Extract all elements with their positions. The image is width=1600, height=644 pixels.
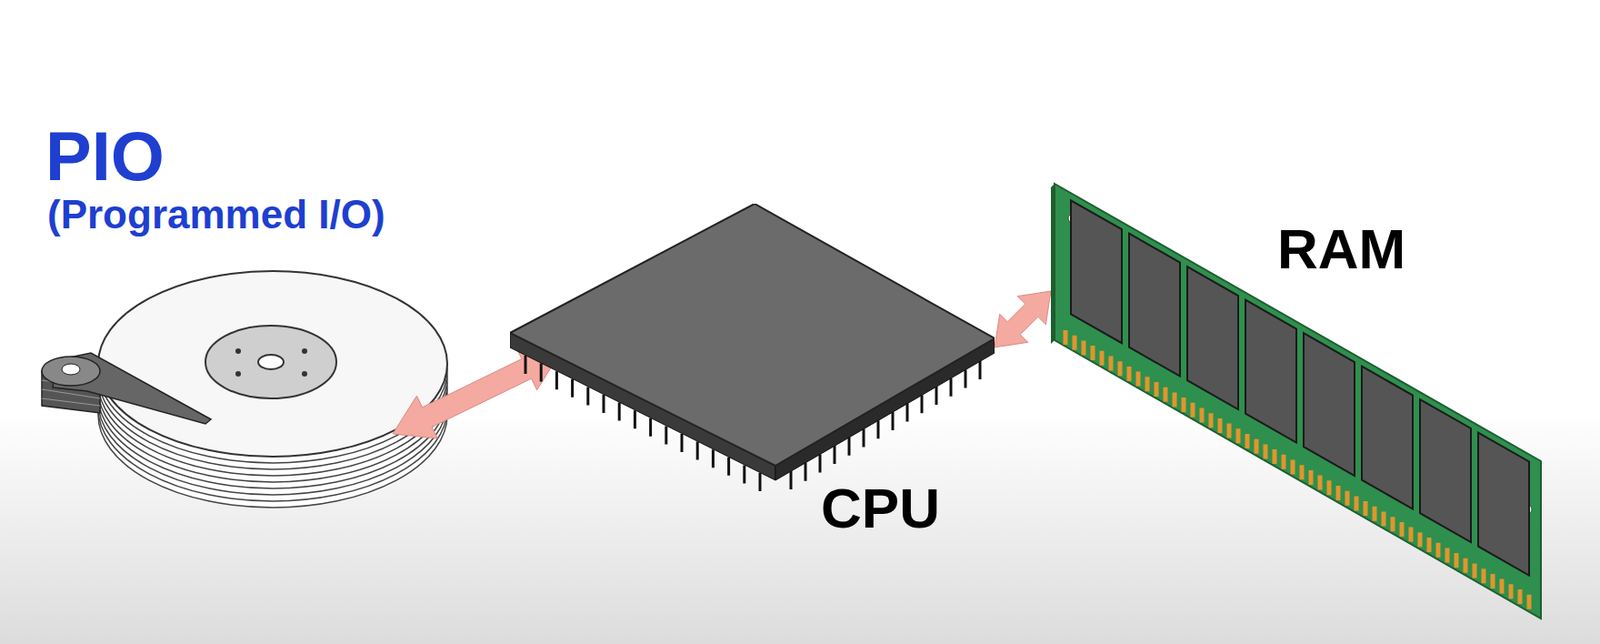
memory-chip — [1420, 399, 1471, 542]
memory-chip — [1361, 366, 1413, 510]
memory-chip — [1070, 200, 1122, 343]
text-holder: (Programmed I/O) — [47, 194, 386, 235]
data-transfer-arrow — [994, 290, 1051, 348]
gold-contacts — [1065, 330, 1530, 610]
memory-chip — [1303, 332, 1355, 476]
cpu-chip: CPU — [510, 203, 995, 546]
screw — [301, 370, 308, 377]
memory-chip — [1187, 266, 1239, 410]
spindle-hub — [205, 325, 337, 399]
circuit-board — [1054, 183, 1541, 619]
disk-spindle — [205, 325, 337, 399]
part-label: RAM — [1277, 220, 1406, 278]
memory-chip — [1478, 432, 1530, 576]
chip-pins — [790, 360, 980, 490]
head-actuator — [41, 352, 211, 424]
memory-chip — [1245, 300, 1297, 443]
diagram-title: PIO — [45, 121, 165, 191]
memory-chip — [1129, 233, 1180, 377]
memory-chips — [1070, 200, 1530, 575]
chip-pins — [525, 355, 760, 491]
actuator-pivot — [41, 356, 100, 386]
screw — [301, 348, 308, 354]
pivot-hole — [61, 363, 80, 375]
spindle-hole — [258, 354, 284, 370]
screw — [235, 348, 241, 354]
part-label: CPU — [820, 480, 940, 537]
data-transfer-arrow — [392, 347, 561, 439]
screw — [235, 370, 241, 377]
top-platter — [98, 270, 448, 457]
text-holder: PIO — [45, 121, 165, 191]
chip-top — [510, 203, 995, 466]
ram-module: RAM — [1050, 181, 1546, 620]
subtitle-label: (Programmed I/O) — [47, 194, 386, 235]
